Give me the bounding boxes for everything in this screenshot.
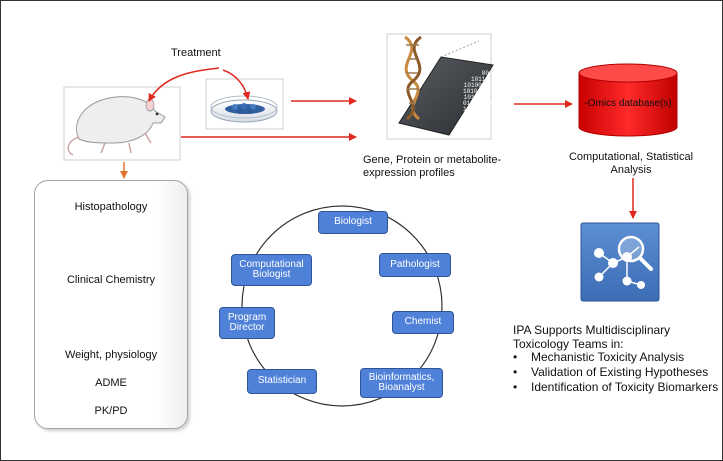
team-circle [241,205,443,407]
endpoint-histopathology: Histopathology [74,201,148,213]
endpoint-pk-pd: PK/PD [94,405,128,417]
rat-image [63,86,181,161]
binary-line: 1010001 [463,82,489,89]
ipa-bullet-text: Mechanistic Toxicity Analysis [531,350,685,364]
bullet-icon: • [513,364,518,379]
endpoint-adme: ADME [95,377,127,389]
role-statistician: Statistician [247,369,317,394]
omics-database-cylinder [578,63,678,137]
ipa-bullet-item: • Identification of Toxicity Biomarkers [513,379,722,395]
analysis-label: Computational, Statistical Analysis [568,151,694,177]
omics-database-label: -Omics database(s) [584,98,672,109]
ipa-title: IPA Supports Multidisciplinary Toxicolog… [513,323,671,351]
binary-line: 1010010 [463,94,489,101]
role-program-director: Program Director [219,307,275,339]
expression-profiles-label: Gene, Protein or metabolite-expression p… [363,154,502,180]
endpoint-clinical-chemistry: Clinical Chemistry [66,274,156,286]
ipa-bullet-item: • Mechanistic Toxicity Analysis [513,350,722,365]
endpoints-panel: Histopathology Clinical Chemistry Weight… [34,180,188,429]
bullet-icon: • [513,379,518,394]
ipa-bullet-item: • Validation of Existing Hypotheses [513,364,722,380]
treatment-label: Treatment [171,47,221,59]
dna-microarray-image [386,33,494,140]
role-bioinformatics: Bioinformatics, Bioanalyst [360,368,443,398]
petri-dish-image [205,78,284,130]
ipa-bullet-text: Identification of Toxicity Biomarkers [531,379,719,394]
binary-line: 10010101 [463,106,492,113]
role-biologist: Biologist [318,211,388,234]
bullet-icon: • [513,350,518,364]
ipa-network-icon [580,222,660,302]
ipa-bullet-list: • Mechanistic Toxicity Analysis • Validati… [513,350,722,395]
endpoint-weight-physiology: Weight, physiology [64,349,158,361]
binary-line: 10110 [470,76,489,83]
ipa-bullet-text: Validation of Existing Hypotheses [531,364,709,379]
role-computational-biologist: Computational Biologist [231,254,312,286]
arrows [120,67,637,219]
role-pathologist: Pathologist [379,253,451,277]
binary-line: 00 [481,70,489,77]
binary-line: 0101011001 [463,100,500,107]
role-chemist: Chemist [392,311,454,334]
binary-line: 101010110 [463,88,496,95]
binary-overlay: 00 10110 1010001 101010110 1010010 01010… [463,70,500,113]
